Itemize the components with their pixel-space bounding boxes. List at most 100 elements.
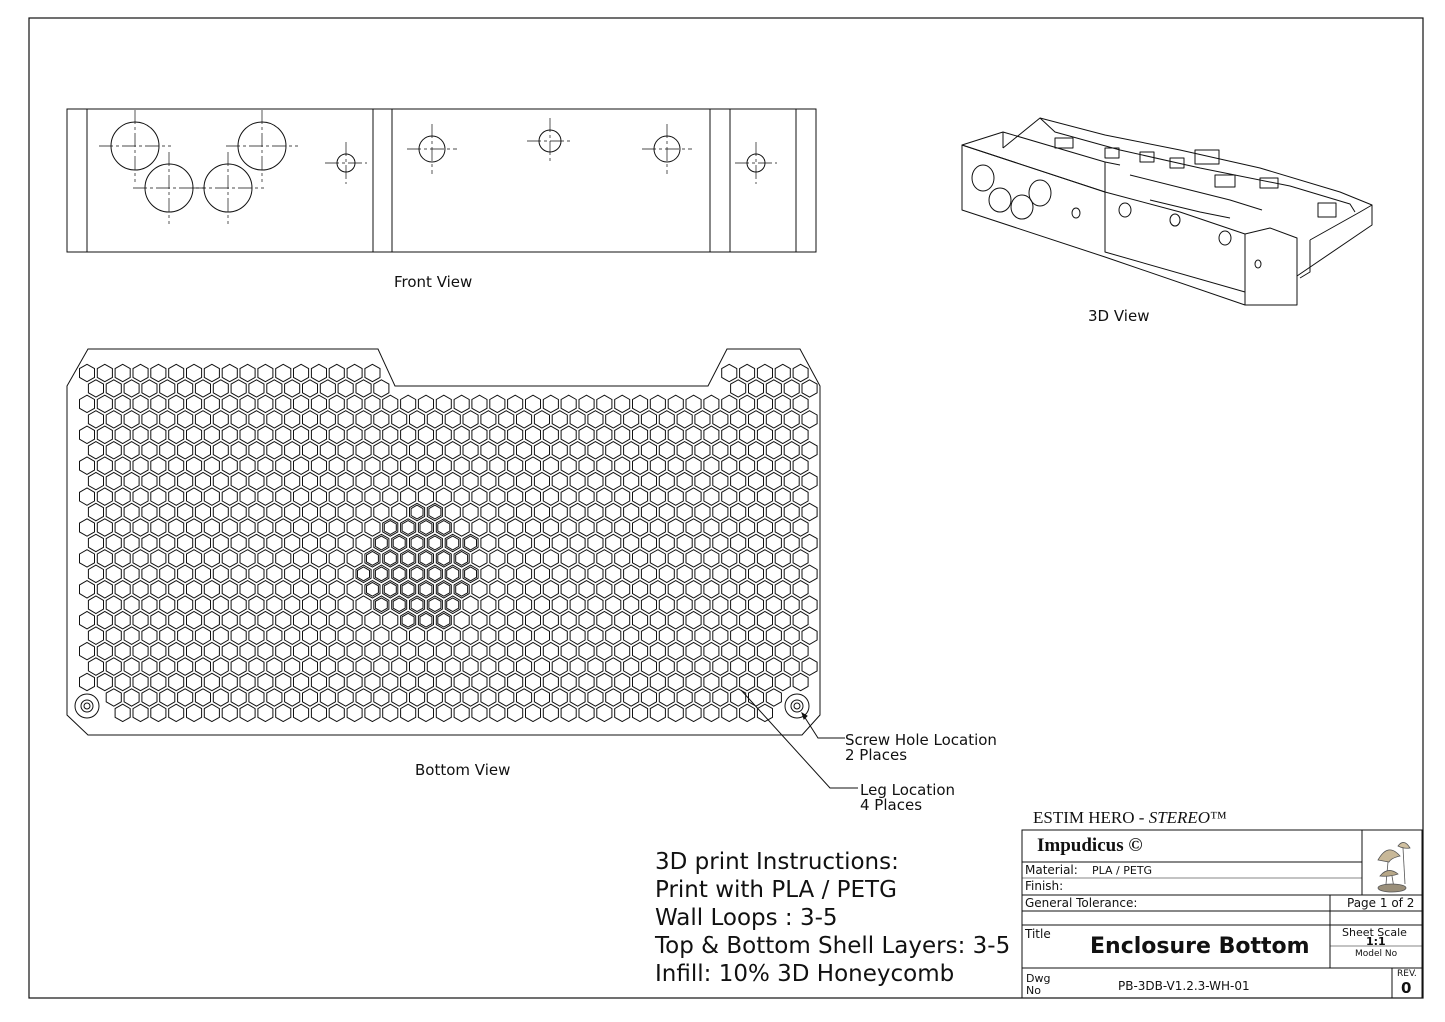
honeycomb-cell: [658, 626, 675, 645]
honeycomb-cell-inner: [410, 566, 424, 582]
honeycomb-cell: [667, 641, 684, 661]
honeycomb-cell: [230, 441, 247, 460]
honeycomb-cell: [471, 549, 488, 568]
honeycomb-cell: [756, 580, 773, 599]
honeycomb-cell: [87, 564, 104, 584]
honeycomb-cell: [649, 703, 666, 723]
honeycomb-cell: [703, 456, 720, 475]
honeycomb-cell: [212, 626, 229, 645]
honeycomb-cell: [382, 456, 399, 475]
honeycomb-cell: [230, 595, 247, 615]
honeycomb-cell: [703, 703, 720, 723]
honeycomb-cell: [221, 518, 238, 537]
honeycomb-cell: [596, 610, 613, 630]
honeycomb-cell-inner: [419, 520, 433, 535]
honeycomb-cell: [596, 580, 613, 599]
honeycomb-cell: [748, 502, 764, 522]
honeycomb-cell: [364, 580, 381, 599]
honeycomb-cell: [435, 672, 452, 692]
honeycomb-cell: [640, 533, 657, 553]
honeycomb-cell-inner: [446, 535, 460, 551]
honeycomb-cell: [221, 549, 238, 568]
honeycomb-cell: [658, 533, 675, 553]
honeycomb-cell-inner: [392, 535, 406, 551]
leg-leader-line: [740, 689, 858, 789]
drawing-title: Enclosure Bottom: [1090, 934, 1310, 959]
honeycomb-cell: [676, 564, 693, 584]
honeycomb-cell: [87, 595, 104, 615]
honeycomb-cell: [150, 703, 167, 723]
honeycomb-cell: [105, 657, 122, 676]
honeycomb-cell: [774, 518, 791, 537]
honeycomb-cell: [533, 533, 550, 553]
honeycomb-cell: [569, 595, 586, 615]
honeycomb-cell: [649, 518, 666, 537]
honeycomb-cell: [480, 626, 497, 645]
honeycomb-cell: [230, 657, 247, 676]
honeycomb-cell: [685, 580, 702, 599]
honeycomb-cell: [319, 502, 336, 522]
honeycomb-cell: [694, 410, 711, 429]
honeycomb-cell: [435, 425, 452, 445]
honeycomb-cell: [248, 471, 265, 491]
honeycomb-cell: [453, 456, 470, 475]
honeycomb-cell: [177, 502, 194, 522]
honeycomb-cell: [462, 471, 479, 491]
honeycomb-cell: [96, 610, 113, 630]
honeycomb-cell: [765, 471, 782, 491]
honeycomb-cell-inner: [446, 566, 460, 582]
honeycomb-cell: [275, 549, 292, 568]
honeycomb-cell: [417, 394, 434, 414]
company-name: Impudicus ©: [1037, 835, 1143, 856]
honeycomb-cell: [667, 456, 684, 475]
sheet-scale-value: 1:1: [1366, 935, 1386, 948]
honeycomb-cell: [712, 626, 729, 645]
honeycomb-cell: [328, 487, 345, 506]
honeycomb-cell: [560, 487, 577, 506]
honeycomb-cell: [453, 518, 470, 537]
honeycomb-cell: [310, 425, 327, 445]
honeycomb-cell: [319, 564, 336, 584]
honeycomb-cell: [703, 487, 720, 506]
honeycomb-cell: [542, 580, 559, 599]
honeycomb-cell: [480, 533, 497, 553]
honeycomb-cell: [453, 549, 470, 568]
honeycomb-cell: [328, 672, 345, 692]
honeycomb-cell: [328, 363, 345, 383]
honeycomb-cell: [284, 626, 301, 645]
honeycomb-cell: [667, 703, 684, 723]
honeycomb-cell: [114, 518, 131, 537]
honeycomb-cell: [293, 394, 310, 414]
honeycomb-cell: [105, 471, 122, 491]
honeycomb-cell: [444, 502, 461, 522]
honeycomb-cell: [801, 626, 818, 645]
honeycomb-cell: [221, 672, 238, 692]
material-label: Material:: [1025, 863, 1078, 877]
honeycomb-cell: [783, 441, 800, 460]
honeycomb-cell: [596, 641, 613, 661]
honeycomb-cell: [302, 471, 318, 491]
honeycomb-cell: [364, 456, 381, 475]
honeycomb-cell: [730, 595, 747, 615]
honeycomb-cell: [569, 626, 586, 645]
honeycomb-cell: [756, 456, 773, 475]
honeycomb-cell: [507, 549, 524, 568]
honeycomb-cell: [685, 641, 702, 661]
honeycomb-cell: [658, 688, 675, 707]
honeycomb-cell: [765, 441, 782, 460]
honeycomb-cell: [462, 441, 479, 460]
honeycomb-cell: [649, 425, 666, 445]
honeycomb-cell: [364, 641, 381, 661]
honeycomb-cell-inner: [410, 535, 424, 551]
honeycomb-cell: [774, 641, 791, 661]
honeycomb-cell: [203, 363, 220, 383]
honeycomb-cell: [783, 379, 800, 398]
honeycomb-cell: [765, 533, 782, 553]
honeycomb-cell: [605, 410, 622, 429]
honeycomb-cell: [614, 394, 631, 414]
honeycomb-cell: [623, 533, 640, 553]
honeycomb-cell: [346, 487, 363, 506]
honeycomb-cell: [400, 610, 417, 630]
honeycomb-cell: [337, 626, 354, 645]
honeycomb-cell: [409, 688, 426, 707]
